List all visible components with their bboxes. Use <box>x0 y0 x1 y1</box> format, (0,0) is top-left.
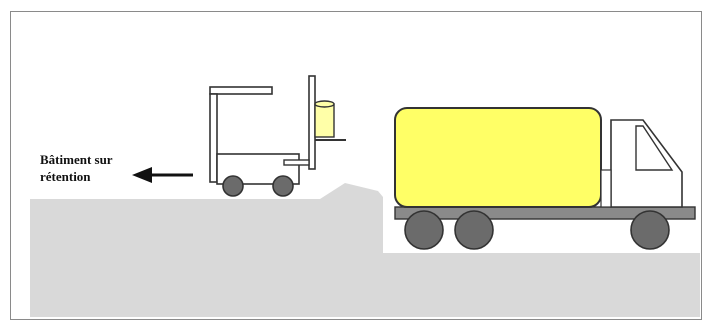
forklift-post <box>210 94 217 182</box>
forklift-roof <box>210 87 272 94</box>
truck-cab-window <box>636 126 672 170</box>
building-label-line1: Bâtiment sur <box>40 151 113 168</box>
building-label: Bâtiment sur rétention <box>40 151 113 185</box>
tanker-truck-icon <box>395 108 695 249</box>
truck-coupling <box>601 170 611 207</box>
forklift-icon <box>210 76 346 196</box>
forklift-wheel-rear <box>223 176 243 196</box>
truck-wheel-2 <box>455 211 493 249</box>
truck-tank <box>395 108 601 207</box>
canister <box>315 104 334 137</box>
forklift-seat <box>284 160 309 165</box>
building-label-line2: rétention <box>40 168 113 185</box>
canister-top <box>315 101 334 107</box>
arrow-left-icon <box>132 167 193 183</box>
truck-wheel-3 <box>631 211 669 249</box>
ground <box>30 183 700 317</box>
truck-wheel-1 <box>405 211 443 249</box>
forklift-mast <box>309 76 315 169</box>
forklift-wheel-front <box>273 176 293 196</box>
